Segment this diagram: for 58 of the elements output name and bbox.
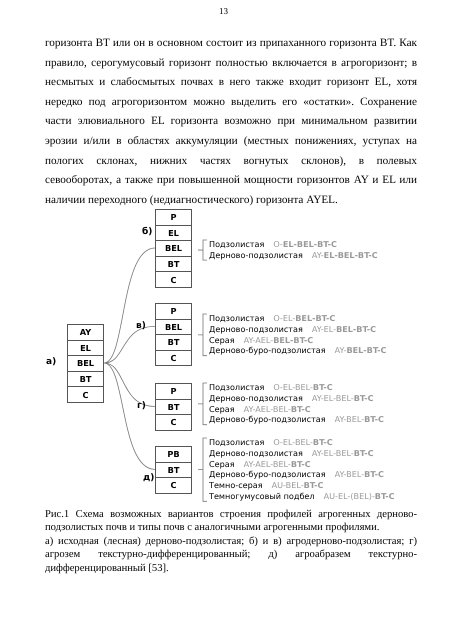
horizon-formula: AY-BEL-BT-C xyxy=(334,414,384,424)
horizon-formula: AY-AEL-BEL-BT-C xyxy=(244,334,314,345)
horizon-formula: AY-EL-BEL-BT-C xyxy=(312,324,376,334)
horizon-formula: AY-BEL-BT-C xyxy=(334,469,384,480)
body-paragraph: горизонта BT или он в основном состоит из припаханного горизонта BT. Как правило, серогумусовый горизонт полностью включается в агрогоризонт; в несмытых и слабосмытых почвах в него также входит горизонт EL, хотя нередко под агрогоризонтом можно выделить его «остатки». Сохранение части элювиального EL горизонта возможно при минимальном развитии эрозии и/или в областях аккумуляции (местных понижениях, уступах на пологих склонах, нижних частях вогнутых склонов), в полевых севооборотах, а также при повышенной мощности горизонтов AY и EL или наличии переходного (недиагностического) горизонта AYEL. xyxy=(45,36,417,208)
horizon-formula: AY-AEL-BEL-BT-C xyxy=(244,404,311,414)
horizon-cell: P xyxy=(155,383,192,400)
horizon-cell: BT xyxy=(155,334,192,351)
horizon-cell: P xyxy=(155,303,192,320)
connector-line xyxy=(104,362,156,407)
soil-name: Серая xyxy=(209,334,235,345)
soil-name: Темно-серая xyxy=(209,480,263,490)
soil-name: Подзолистая xyxy=(209,313,264,323)
horizon-cell: C xyxy=(155,477,192,494)
horizon-formula: AY-EL-BEL-BT-C xyxy=(312,392,374,403)
soil-name: Дерново-буро-подзолистая xyxy=(209,414,326,424)
soil-name: Серая xyxy=(209,458,235,469)
horizon-cell: BEL xyxy=(155,240,192,257)
soil-name: Дерново-буро-подзолистая xyxy=(209,345,326,356)
connector-line xyxy=(104,248,156,364)
soil-name: Подзолистая xyxy=(209,239,264,249)
soil-name: Дерново-подзолистая xyxy=(209,250,303,260)
horizon-formula: O-EL-BEL-BT-C xyxy=(273,437,333,447)
horizon-formula: AY-EL-BEL-BT-C xyxy=(312,448,374,458)
profile-label: в) xyxy=(136,320,146,331)
soil-name: Дерново-подзолистая xyxy=(209,392,303,403)
figure-caption: Рис.1 Схема возможных вариантов строения профилей агрогенных дерново-подзолистых почв и типы почв с аналогичными агрогенными профилями. xyxy=(45,508,417,535)
connector-line xyxy=(104,326,156,364)
soil-name: Подзолистая xyxy=(209,382,264,392)
soil-name: Подзолистая xyxy=(209,437,264,447)
horizon-formula: AU-EL-(BEL)-BT-C xyxy=(324,491,395,501)
soil-name: Серая xyxy=(209,404,235,414)
horizon-formula: O-EL-BEL-BT-C xyxy=(273,382,333,392)
profile-label: г) xyxy=(137,400,146,411)
profile-label: д) xyxy=(143,472,154,483)
caption-note: а) исходная (лесная) дерново-подзолистая; б) и в) агродерново-подзолистая; г) агрозем текстурно-дифференцированный; д) агроабразем текстурно-дифференцированный [53]. xyxy=(45,534,417,576)
soil-name: Дерново-подзолистая xyxy=(209,448,303,458)
horizon-formula: AY-EL-BEL-BT-C xyxy=(312,250,378,260)
horizon-formula: AU-BEL-BT-C xyxy=(272,480,324,490)
soil-name: Дерново-подзолистая xyxy=(209,324,303,334)
horizon-cell: AY xyxy=(67,324,104,341)
horizon-cell: BEL xyxy=(67,355,104,372)
horizon-formula: O-EL-BEL-BT-C xyxy=(273,313,336,323)
horizon-cell: C xyxy=(155,414,192,431)
horizon-cell: C xyxy=(67,386,104,403)
soil-name: Темногумусовый подбел xyxy=(209,491,315,501)
horizon-cell: C xyxy=(155,350,192,366)
horizon-cell: P xyxy=(155,209,192,226)
profile-label: б) xyxy=(142,226,152,237)
horizon-formula: O-EL-BEL-BT-C xyxy=(273,239,337,249)
page-number: 13 xyxy=(219,6,228,16)
horizon-cell: C xyxy=(155,271,192,288)
horizon-cell: PB xyxy=(155,446,192,463)
connector-line xyxy=(104,362,156,470)
soil-name: Дерново-буро-подзолистая xyxy=(209,469,326,480)
profile-label: а) xyxy=(46,357,56,368)
horizon-formula: AY-BEL-BT-C xyxy=(334,345,386,356)
horizon-formula: AY-AEL-BEL-BT-C xyxy=(244,458,311,469)
